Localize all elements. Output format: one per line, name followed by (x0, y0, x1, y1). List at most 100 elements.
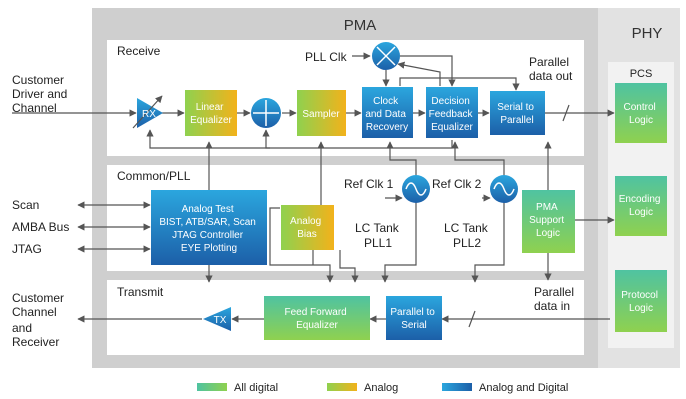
pma-title: PMA (344, 17, 377, 34)
mixer (372, 42, 400, 70)
legend-label-analog: Analog (364, 382, 398, 394)
cdr-label-2: and Data (365, 109, 406, 120)
cdr-label-1: Clock (373, 96, 399, 107)
analog-test-block: Analog Test BIST, ATB/SAR, Scan JTAG Con… (151, 190, 267, 265)
pma-support-label-3: Logic (536, 228, 560, 239)
parallel-to-serial-block: Parallel to Serial (386, 296, 442, 340)
tx-driver: TX (203, 307, 231, 331)
oscillator-1 (402, 175, 430, 203)
analog-test-label-4: EYE Plotting (181, 243, 237, 254)
tx-label: TX (214, 315, 227, 326)
protocol-logic-block: Protocol Logic (615, 270, 667, 332)
protocol-logic-label-1: Protocol (621, 290, 658, 301)
ref-clk1-label: Ref Clk 1 (344, 177, 394, 191)
receive-title: Receive (117, 44, 161, 58)
dfe-label-1: Decision (431, 96, 469, 107)
svg-text:Parallel data out: Parallel data out (529, 55, 573, 83)
svg-text:Customer Driver and Ch: Customer Driver and Channel (12, 73, 71, 115)
p2s-label-2: Serial (401, 320, 427, 331)
ffe-label-2: Equalizer (296, 320, 338, 331)
lc-tank2-label-1: LC Tank (444, 221, 489, 235)
legend-swatch-digital (197, 383, 227, 391)
feed-forward-equalizer-block: Feed Forward Equalizer (264, 296, 370, 340)
customer-out-label-2: Channel (12, 305, 57, 319)
lc-tank1-label-2: PLL1 (364, 236, 392, 250)
dfe-block: Decision Feedback Equalizer (426, 87, 478, 138)
p2s-label-1: Parallel to (390, 307, 435, 318)
s2p-label-2: Parallel (500, 115, 533, 126)
rx-amplifier: RX (132, 95, 163, 129)
scan-label: Scan (12, 198, 39, 212)
line-rx-feedback (146, 129, 270, 149)
svg-text:Parallel to Serial: Parallel to Serial (390, 307, 437, 331)
slash-rx-bus (562, 104, 570, 122)
protocol-logic-label-2: Logic (629, 303, 653, 314)
transmit-title: Transmit (117, 285, 164, 299)
svg-text:Protocol Logic: Protocol Logic (621, 290, 660, 314)
pma-support-label-2: Support (529, 215, 564, 226)
ref-clk2-label: Ref Clk 2 (432, 177, 482, 191)
slash-tx-bus (468, 310, 476, 328)
svg-text:LC Tank PLL2: LC Tank PLL2 (444, 221, 491, 250)
line-cdr-to-s2p (399, 77, 520, 91)
parallel-in-label-2: data in (534, 299, 570, 313)
customer-out-label-1: Customer (12, 291, 64, 305)
parallel-in-label-1: Parallel (534, 285, 574, 299)
summing-node (251, 98, 281, 128)
jtag-label: JTAG (12, 242, 42, 256)
svg-text:Analog Test BIST, ATB/SA: Analog Test BIST, ATB/SAR, Scan JTAG Con… (159, 204, 258, 254)
svg-text:Clock and Data Rec: Clock and Data Recovery (365, 96, 408, 133)
sampler-block: Sampler (297, 90, 346, 136)
line-osc2-to-dfe (451, 141, 505, 176)
analog-bias-block: Analog Bias (281, 205, 334, 250)
linear-equalizer-label-2: Equalizer (190, 115, 232, 126)
customer-in-label-3: Channel (12, 101, 57, 115)
svg-text:Control Logic: Control Logic (623, 102, 658, 126)
legend-swatch-mixed (442, 383, 472, 391)
line-bias-to-tx (269, 207, 334, 283)
svg-text:Serial to Parallel: Serial to Parallel (497, 102, 536, 126)
analog-test-label-2: BIST, ATB/SAR, Scan (159, 217, 256, 228)
line-mixer-to-dfe (400, 55, 456, 87)
line-osc1-to-cdr (386, 141, 417, 176)
dfe-label-3: Equalizer (431, 122, 473, 133)
amba-label: AMBA Bus (12, 220, 69, 234)
dfe-label-2: Feedback (429, 109, 474, 120)
svg-text:Analog Bias: Analog Bias (290, 216, 324, 240)
line-dfe-to-mixer (397, 61, 441, 86)
pma-support-logic-block: PMA Support Logic (522, 190, 575, 253)
oscillator-2 (490, 175, 518, 203)
s2p-label-1: Serial to (497, 102, 534, 113)
encoding-logic-block: Encoding Logic (615, 176, 667, 236)
lc-tank1-label-1: LC Tank (355, 221, 400, 235)
pll-clk-label: PLL Clk (305, 50, 348, 64)
analog-bias-label-1: Analog (290, 216, 321, 227)
svg-text:Feed Forward Equalizer: Feed Forward Equalizer (284, 307, 349, 331)
control-logic-label-2: Logic (629, 115, 653, 126)
analog-test-label-1: Analog Test (182, 204, 234, 215)
parallel-out-label-2: data out (529, 69, 573, 83)
legend-label-digital: All digital (234, 382, 278, 394)
analog-test-label-3: JTAG Controller (172, 230, 244, 241)
lc-tank2-label-2: PLL2 (453, 236, 481, 250)
customer-in-label-2: Driver and (12, 87, 67, 101)
svg-text:Linear Equalizer: Linear Equalizer (190, 102, 232, 126)
phy-title: PHY (632, 25, 663, 42)
line-lctank1-to-tx (339, 250, 359, 283)
legend: All digital Analog Analog and Digital (197, 382, 568, 394)
line-osc2-down (471, 202, 505, 283)
pcs-title: PCS (630, 68, 653, 80)
ffe-label-1: Feed Forward (284, 307, 346, 318)
svg-text:Decision Feedback: Decision Feedback Equalizer (429, 96, 476, 133)
cdr-label-3: Recovery (366, 122, 408, 133)
svg-text:PMA Support Logic: PMA Support Logic (529, 202, 567, 239)
svg-text:Encoding Logic: Encoding Logic (619, 194, 663, 218)
parallel-out-label-1: Parallel (529, 55, 569, 69)
control-logic-label-1: Control (623, 102, 655, 113)
common-pll-title: Common/PLL (117, 169, 191, 183)
customer-out-label-3: and (12, 321, 32, 335)
legend-swatch-analog (327, 383, 357, 391)
line-osc1-down (381, 202, 417, 283)
